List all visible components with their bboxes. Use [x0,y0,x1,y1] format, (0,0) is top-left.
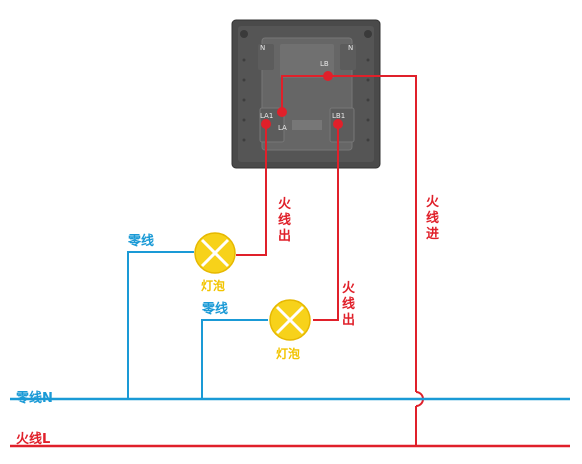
terminal-lb-label: LB [320,60,329,68]
neutral-wires [10,251,570,401]
neutral-bus-label: 零线N [15,390,53,406]
terminal-lb1-label: LB1 [332,112,345,120]
live-out-label-2-c2: 线 [342,296,355,312]
neutral-wire-1 [127,251,194,399]
terminal-la-label: LA [278,124,287,132]
terminal-n-right-label: N [348,44,353,52]
live-out-wire-2 [313,124,339,321]
bulb-1 [194,232,236,274]
bulb-2-label: 灯泡 [276,346,300,361]
live-out-label-1-c3: 出 [278,228,291,244]
live-out-label-1-c2: 线 [278,212,291,228]
live-out-wire-1 [236,124,267,256]
neutral-wire-label-2: 零线 [201,301,228,317]
terminal-dots [261,71,343,129]
neutral-wire-label-1: 零线 [127,233,154,249]
terminal-dot-lb [323,71,333,81]
neutral-wire-2 [201,319,268,399]
bulb-2 [269,299,311,341]
switch-panel: N N LB LA1 LA LB1 [231,19,381,169]
live-out-label-1-c1: 火 [278,197,292,212]
terminal-dot-la [277,107,287,117]
terminal-n-left-label: N [260,44,265,52]
live-in-wire [328,75,417,392]
live-out-label-2-c1: 火 [342,281,356,296]
live-in-label-c3: 进 [426,227,439,242]
terminal-la1-label: LA1 [260,112,273,120]
bulb-1-label: 灯泡 [201,278,225,293]
bridge-wire [281,75,328,112]
live-out-label-2-c3: 出 [342,312,355,328]
terminal-dot-lb1 [333,119,343,129]
live-in-label-c2: 线 [426,210,439,226]
live-bus-label: 火线L [16,431,50,447]
live-wires [10,75,570,448]
live-in-label-c1: 火 [426,195,440,210]
terminal-dot-la1 [261,119,271,129]
